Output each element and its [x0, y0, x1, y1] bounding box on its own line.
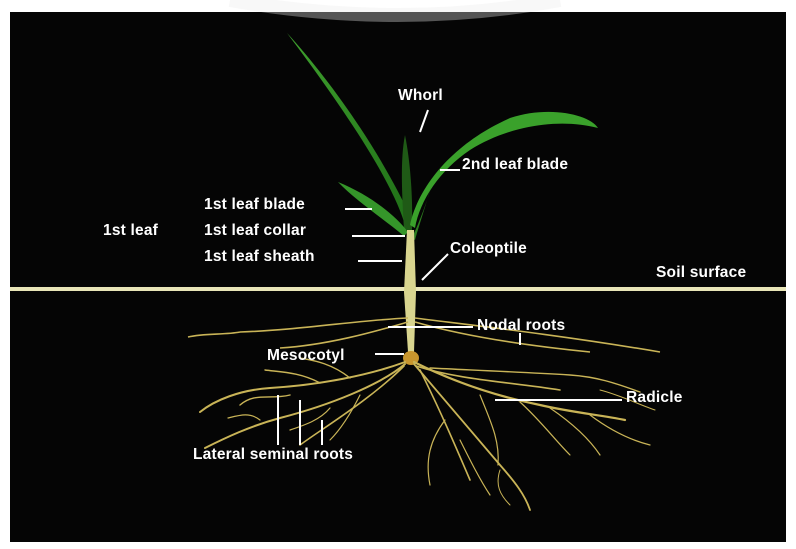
- soil-surface-label: Soil surface: [656, 264, 746, 282]
- lateral-seminal-roots-label: Lateral seminal roots: [193, 446, 353, 464]
- first-leaf-blade-label: 1st leaf blade: [204, 196, 305, 214]
- coleoptile-label: Coleoptile: [450, 240, 527, 258]
- mesocotyl-label: Mesocotyl: [267, 347, 345, 365]
- nodal-roots-label: Nodal roots: [477, 317, 565, 335]
- whorl-label: Whorl: [398, 87, 443, 105]
- first-leaf-collar-label: 1st leaf collar: [204, 222, 306, 240]
- radicle-label: Radicle: [626, 389, 683, 407]
- first-leaf-label: 1st leaf: [103, 222, 158, 240]
- watermark-arc: [230, 0, 560, 15]
- first-leaf-sheath-label: 1st leaf sheath: [204, 248, 315, 266]
- second-leaf-blade-label: 2nd leaf blade: [462, 156, 568, 174]
